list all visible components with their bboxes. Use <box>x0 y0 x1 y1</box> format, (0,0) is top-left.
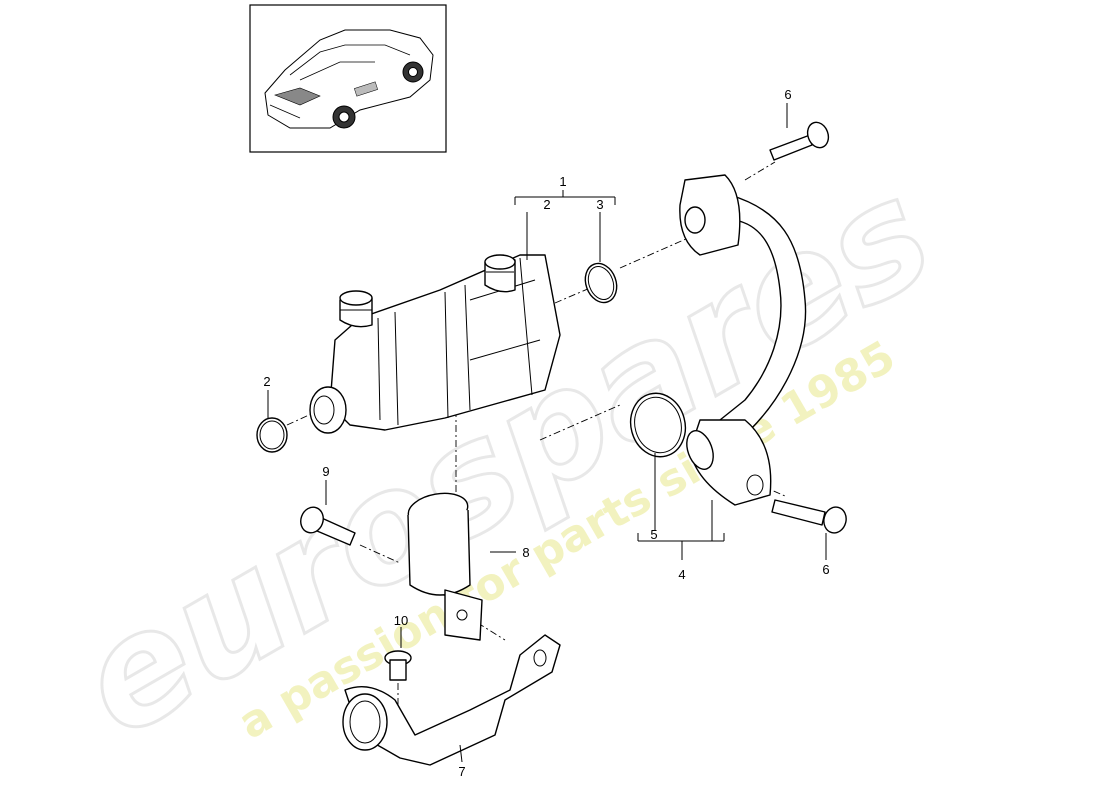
bolt-part-9 <box>300 506 356 546</box>
clamp-part-8 <box>407 492 483 641</box>
callout-2: 2 <box>263 374 270 389</box>
callout-6: 6 <box>784 87 791 102</box>
bracket-part-7 <box>342 634 561 766</box>
receiver-drier <box>309 254 561 434</box>
watermark-brand: eurospares <box>51 146 959 771</box>
o-ring-parts <box>256 262 687 458</box>
watermark: eurospares a passion for parts since 198… <box>50 145 961 773</box>
callout-labels: 1 2 3 2 6 9 8 5 4 6 10 7 <box>263 87 829 779</box>
callout-4: 4 <box>678 567 685 582</box>
callout-6: 6 <box>822 562 829 577</box>
vehicle-thumbnail <box>249 4 447 153</box>
callout-8: 8 <box>522 545 529 560</box>
callout-1: 1 <box>559 174 566 189</box>
callout-3: 3 <box>596 197 603 212</box>
callout-2: 2 <box>543 197 550 212</box>
callout-10: 10 <box>394 613 408 628</box>
leader-lines <box>267 103 827 763</box>
bolt-parts-6 <box>769 121 847 534</box>
callout-5: 5 <box>650 527 657 542</box>
callout-7: 7 <box>458 764 465 779</box>
car-icon <box>264 29 434 129</box>
refrigerant-line <box>679 174 807 506</box>
bolt-part-10 <box>384 650 412 681</box>
callout-9: 9 <box>322 464 329 479</box>
